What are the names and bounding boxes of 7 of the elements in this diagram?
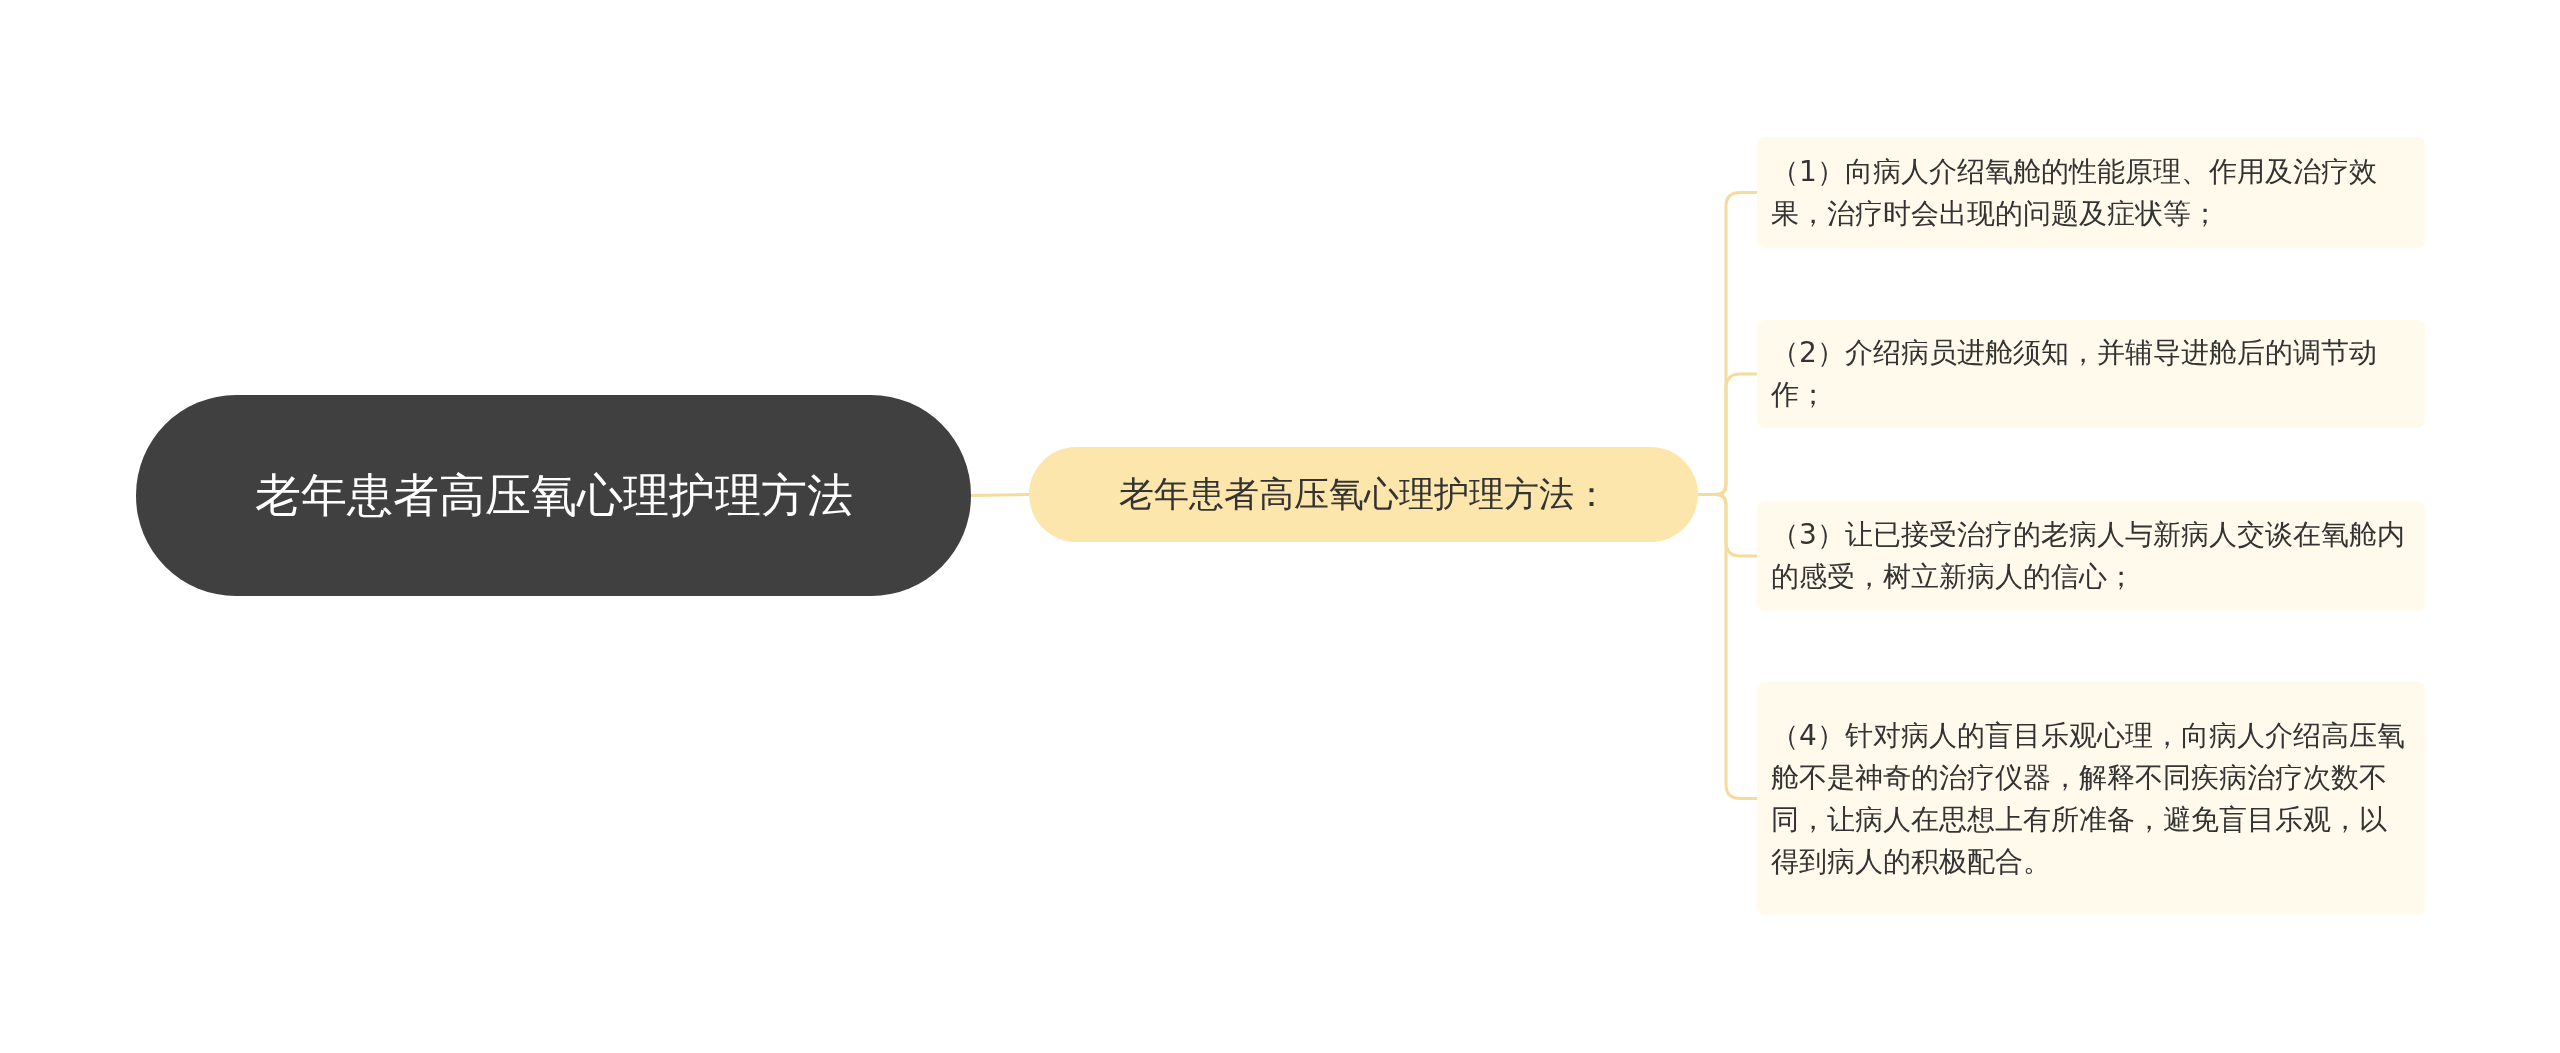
root-topic-box: 老年患者高压氧心理护理方法: [136, 395, 971, 596]
note-box: （3）让已接受治疗的老病人与新病人交谈在氧舱内的感受，树立新病人的信心；: [1757, 501, 2425, 611]
topic-box: 老年患者高压氧心理护理方法：: [1029, 447, 1698, 542]
note-box: （2）介绍病员进舱须知，并辅导进舱后的调节动作；: [1757, 320, 2425, 428]
connector-line: [970, 493, 1030, 497]
note-box: （1）向病人介绍氧舱的性能原理、作用及治疗效果，治疗时会出现的问题及症状等；: [1757, 137, 2425, 248]
note-box: （4）针对病人的盲目乐观心理，向病人介绍高压氧舱不是神奇的治疗仪器，解释不同疾病治疗次数不同，让病人在思想上有所准备，避免盲目乐观，以得到病人的积极配合。: [1757, 682, 2425, 915]
